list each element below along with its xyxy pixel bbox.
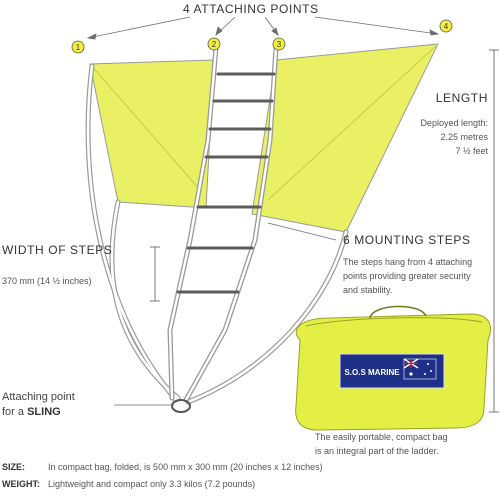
length-line-2: 2.25 metres: [440, 132, 488, 142]
sling-label-prefix: for a: [2, 406, 25, 418]
carry-bag: S.O.S MARINE: [295, 305, 492, 431]
attaching-point-markers: 1 2 3 4: [71, 19, 453, 54]
attaching-points-dimension-line: [86, 16, 440, 40]
bag-caption-line-1: The easily portable, compact bag: [315, 432, 448, 442]
width-dimension-line: [150, 246, 160, 302]
spec-weight-text: Lightweight and compact only 3.3 kilos (…: [48, 479, 256, 489]
width-of-steps-value: 370 mm (14 ½ inches): [2, 276, 92, 286]
sling-label-bold: SLING: [27, 406, 61, 418]
marker-4-label: 4: [444, 22, 449, 31]
spec-weight-label: WEIGHT:: [2, 479, 40, 489]
mounting-steps-pointer: [267, 222, 337, 241]
marker-1-circle: [71, 40, 85, 54]
marker-3-circle: [272, 37, 286, 51]
marker-2-circle: [207, 37, 221, 51]
length-title: LENGTH: [435, 91, 488, 105]
marker-2-label: 2: [212, 40, 217, 49]
bag-caption-line-2: is an integral part of the ladder.: [315, 446, 439, 456]
marker-4-circle: [439, 19, 453, 33]
length-dimension-line: [489, 49, 499, 413]
spec-size-text: In compact bag, folded, is 500 mm x 300 …: [48, 462, 323, 472]
bag-logo: S.O.S MARINE: [344, 368, 400, 377]
ladder-rails: [167, 45, 279, 403]
spec-weight: WEIGHT: Lightweight and compact only 3.3 …: [2, 477, 255, 491]
marker-1-label: 1: [76, 43, 81, 52]
sling-ring: [171, 399, 191, 413]
australian-flag-icon: [403, 358, 437, 380]
sling-label-line-1: Attaching point: [2, 391, 75, 403]
marker-3-label: 3: [277, 40, 282, 49]
spec-size-label: SIZE:: [2, 462, 26, 472]
mounting-steps-line-2: points providing greater security: [343, 271, 471, 281]
canopy-right-panel: [251, 43, 439, 233]
ladder-rungs: [176, 72, 276, 294]
spec-size: SIZE: In compact bag, folded, is 500 mm x…: [2, 460, 323, 474]
length-line-1: Deployed length:: [420, 118, 488, 128]
attaching-points-title: 4 ATTACHING POINTS: [183, 2, 319, 16]
mounting-steps-line-1: The steps hang from 4 attaching: [343, 257, 473, 267]
width-of-steps-title: WIDTH OF STEPS: [2, 243, 113, 257]
canopy-left-panel: [89, 59, 215, 209]
length-line-3: 7 ½ feet: [455, 146, 488, 156]
sling-label-line-2: for a SLING: [2, 406, 61, 418]
canopy: [89, 43, 439, 233]
mounting-steps-title: 6 MOUNTING STEPS: [343, 233, 471, 247]
mounting-steps-line-3: and stability.: [343, 285, 393, 295]
